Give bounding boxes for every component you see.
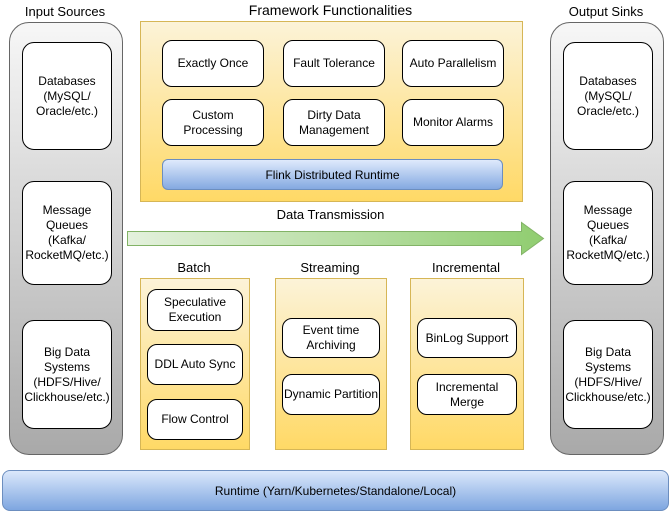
batch-flow-control: Flow Control [147, 399, 243, 440]
streaming-title: Streaming [300, 260, 360, 275]
output-message-queues-box: Message Queues (Kafka/ RocketMQ/etc.) [563, 181, 653, 285]
batch-speculative-execution: Speculative Execution [147, 289, 243, 331]
feature-exactly-once: Exactly Once [162, 40, 264, 87]
input-databases-box: Databases (MySQL/ Oracle/etc.) [22, 42, 112, 150]
streaming-dynamic-partition: Dynamic Partition [282, 374, 380, 415]
flink-distributed-runtime-bar: Flink Distributed Runtime [162, 159, 503, 190]
batch-ddl-auto-sync: DDL Auto Sync [147, 344, 243, 385]
input-big-data-systems-box: Big Data Systems (HDFS/Hive/ Clickhouse/… [22, 320, 112, 429]
feature-dirty-data-management: Dirty Data Management [283, 99, 385, 146]
feature-monitor-alarms: Monitor Alarms [402, 99, 504, 146]
feature-fault-tolerance: Fault Tolerance [283, 40, 385, 87]
input-message-queues-box: Message Queues (Kafka/ RocketMQ/etc.) [22, 181, 112, 285]
incremental-title: Incremental [432, 260, 500, 275]
input-sources-title: Input Sources [24, 4, 106, 19]
output-big-data-systems-box: Big Data Systems (HDFS/Hive/ Clickhouse/… [563, 320, 653, 429]
feature-custom-processing: Custom Processing [162, 99, 264, 146]
input-sources-container: Databases (MySQL/ Oracle/etc.) Message Q… [9, 22, 123, 455]
framework-functionalities-title: Framework Functionalities [248, 2, 413, 18]
data-transmission-label: Data Transmission [276, 207, 385, 222]
output-sinks-container: Databases (MySQL/ Oracle/etc.) Message Q… [550, 22, 664, 455]
output-databases-box: Databases (MySQL/ Oracle/etc.) [563, 42, 653, 150]
framework-functionalities-container: Exactly Once Fault Tolerance Auto Parall… [140, 21, 523, 202]
incremental-merge: Incremental Merge [417, 374, 517, 415]
incremental-binlog-support: BinLog Support [417, 318, 517, 358]
output-sinks-title: Output Sinks [568, 4, 644, 19]
data-transmission-arrow-icon [127, 221, 545, 256]
streaming-event-time-archiving: Event time Archiving [282, 318, 380, 358]
incremental-container: BinLog Support Incremental Merge [410, 278, 524, 450]
runtime-bar: Runtime (Yarn/Kubernetes/Standalone/Loca… [2, 470, 669, 511]
batch-container: Speculative Execution DDL Auto Sync Flow… [140, 278, 250, 450]
feature-auto-parallelism: Auto Parallelism [402, 40, 504, 87]
streaming-container: Event time Archiving Dynamic Partition [275, 278, 387, 450]
batch-title: Batch [177, 260, 211, 275]
